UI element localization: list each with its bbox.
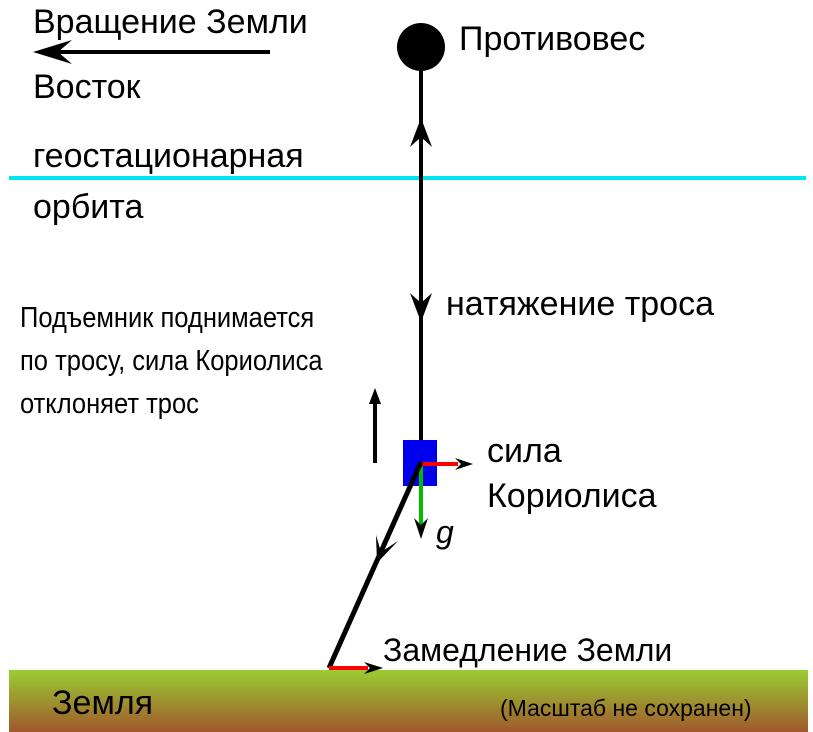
cable-tension-label: натяжение троса [446,285,714,323]
climber-motion-arrow [369,388,381,463]
climber-note: Подъемник поднимается по тросу, сила Кор… [20,300,323,419]
gravity-arrow [414,465,428,539]
earth-rotation-label: Вращение Земли [33,3,308,41]
east-label: Восток [33,68,142,106]
earth-ground [9,670,808,732]
earth-label: Земля [52,684,153,722]
tension-down-arrowhead [410,293,432,322]
coriolis-force-arrow [421,458,473,470]
tension-up-arrowhead [410,118,432,147]
gravity-label: g [436,514,454,550]
geo-orbit-label-1: геостационарная [33,137,304,175]
geo-orbit-label-2: орбита [33,188,143,226]
scale-note: (Масштаб не сохранен) [500,695,752,721]
climber-note-line-2: по тросу, сила Кориолиса [20,343,323,376]
coriolis-label-2: Кориолиса [487,477,657,515]
earth-rotation-arrow [33,40,270,64]
deflected-tension-arrowhead [376,535,398,563]
climber-note-line-1: Подъемник поднимается [20,300,314,333]
deflected-cable [326,460,424,670]
earth-slowdown-label: Замедление Земли [383,632,672,668]
counterweight-label: Противовес [459,20,645,58]
earth-slowdown-arrow [329,662,383,674]
counterweight [397,23,445,71]
climber-note-line-3: отклоняет трос [20,386,199,419]
coriolis-label-1: сила [487,432,562,470]
